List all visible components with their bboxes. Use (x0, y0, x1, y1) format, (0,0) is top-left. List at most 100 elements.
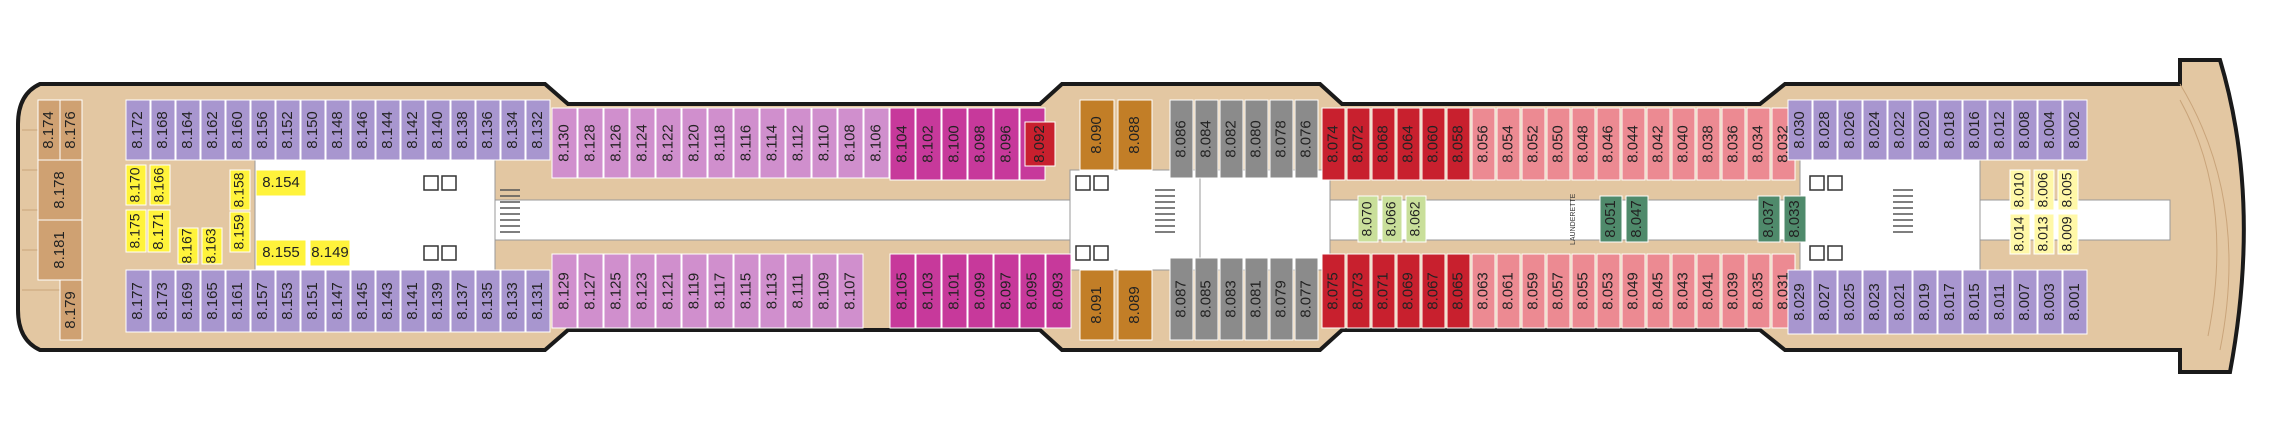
cabin-8-073[interactable]: 8.073 (1346, 253, 1371, 329)
cabin-8-027[interactable]: 8.027 (1812, 269, 1838, 335)
cabin-8-149[interactable]: 8.149 (309, 239, 351, 267)
cabin-8-083[interactable]: 8.083 (1219, 257, 1244, 341)
cabin-8-057[interactable]: 8.057 (1546, 253, 1571, 329)
cabin-8-168[interactable]: 8.168 (150, 99, 176, 161)
cabin-8-028[interactable]: 8.028 (1812, 99, 1838, 161)
cabin-8-045[interactable]: 8.045 (1646, 253, 1671, 329)
cabin-8-155[interactable]: 8.155 (255, 239, 307, 267)
cabin-8-046[interactable]: 8.046 (1596, 107, 1621, 181)
cabin-8-139[interactable]: 8.139 (425, 269, 451, 333)
cabin-8-024[interactable]: 8.024 (1862, 99, 1888, 161)
cabin-8-043[interactable]: 8.043 (1671, 253, 1696, 329)
cabin-8-118[interactable]: 8.118 (707, 107, 734, 179)
cabin-8-122[interactable]: 8.122 (655, 107, 682, 179)
cabin-8-018[interactable]: 8.018 (1937, 99, 1963, 161)
cabin-8-113[interactable]: 8.113 (759, 253, 786, 329)
cabin-8-040[interactable]: 8.040 (1671, 107, 1696, 181)
cabin-8-175[interactable]: 8.175 (125, 209, 147, 253)
cabin-8-125[interactable]: 8.125 (603, 253, 630, 329)
cabin-8-054[interactable]: 8.054 (1496, 107, 1521, 181)
cabin-8-053[interactable]: 8.053 (1596, 253, 1621, 329)
cabin-8-107[interactable]: 8.107 (837, 253, 864, 329)
cabin-8-077[interactable]: 8.077 (1294, 257, 1319, 341)
cabin-8-150[interactable]: 8.150 (300, 99, 326, 161)
cabin-8-178[interactable]: 8.178 (37, 159, 83, 221)
cabin-8-047[interactable]: 8.047 (1625, 195, 1649, 243)
cabin-8-114[interactable]: 8.114 (759, 107, 786, 179)
cabin-8-059[interactable]: 8.059 (1521, 253, 1546, 329)
cabin-8-037[interactable]: 8.037 (1757, 195, 1781, 243)
cabin-8-160[interactable]: 8.160 (225, 99, 251, 161)
cabin-8-162[interactable]: 8.162 (200, 99, 226, 161)
cabin-8-099[interactable]: 8.099 (967, 253, 994, 329)
cabin-8-061[interactable]: 8.061 (1496, 253, 1521, 329)
cabin-8-179[interactable]: 8.179 (59, 279, 83, 341)
cabin-8-129[interactable]: 8.129 (551, 253, 578, 329)
cabin-8-052[interactable]: 8.052 (1521, 107, 1546, 181)
cabin-8-117[interactable]: 8.117 (707, 253, 734, 329)
cabin-8-100[interactable]: 8.100 (941, 107, 968, 181)
cabin-8-044[interactable]: 8.044 (1621, 107, 1646, 181)
cabin-8-067[interactable]: 8.067 (1421, 253, 1446, 329)
cabin-8-109[interactable]: 8.109 (811, 253, 838, 329)
cabin-8-086[interactable]: 8.086 (1169, 99, 1194, 179)
cabin-8-020[interactable]: 8.020 (1912, 99, 1938, 161)
cabin-8-170[interactable]: 8.170 (125, 164, 147, 206)
cabin-8-092[interactable]: 8.092 (1024, 121, 1056, 167)
cabin-8-132[interactable]: 8.132 (525, 99, 551, 161)
cabin-8-104[interactable]: 8.104 (889, 107, 916, 181)
cabin-8-164[interactable]: 8.164 (175, 99, 201, 161)
cabin-8-145[interactable]: 8.145 (350, 269, 376, 333)
cabin-8-144[interactable]: 8.144 (375, 99, 401, 161)
cabin-8-137[interactable]: 8.137 (450, 269, 476, 333)
cabin-8-181[interactable]: 8.181 (37, 219, 83, 281)
cabin-8-084[interactable]: 8.084 (1194, 99, 1219, 179)
cabin-8-130[interactable]: 8.130 (551, 107, 578, 179)
cabin-8-081[interactable]: 8.081 (1244, 257, 1269, 341)
cabin-8-029[interactable]: 8.029 (1787, 269, 1813, 335)
cabin-8-075[interactable]: 8.075 (1321, 253, 1346, 329)
cabin-8-146[interactable]: 8.146 (350, 99, 376, 161)
cabin-8-110[interactable]: 8.110 (811, 107, 838, 179)
cabin-8-082[interactable]: 8.082 (1219, 99, 1244, 179)
cabin-8-048[interactable]: 8.048 (1571, 107, 1596, 181)
cabin-8-173[interactable]: 8.173 (150, 269, 176, 333)
cabin-8-096[interactable]: 8.096 (993, 107, 1020, 181)
cabin-8-087[interactable]: 8.087 (1169, 257, 1194, 341)
cabin-8-171[interactable]: 8.171 (147, 209, 171, 253)
cabin-8-177[interactable]: 8.177 (125, 269, 151, 333)
cabin-8-069[interactable]: 8.069 (1396, 253, 1421, 329)
cabin-8-103[interactable]: 8.103 (915, 253, 942, 329)
cabin-8-176[interactable]: 8.176 (59, 99, 83, 161)
cabin-8-157[interactable]: 8.157 (250, 269, 276, 333)
cabin-8-014[interactable]: 8.014 (2009, 213, 2031, 255)
cabin-8-017[interactable]: 8.017 (1937, 269, 1963, 335)
cabin-8-060[interactable]: 8.060 (1421, 107, 1446, 181)
cabin-8-102[interactable]: 8.102 (915, 107, 942, 181)
cabin-8-112[interactable]: 8.112 (785, 107, 812, 179)
cabin-8-009[interactable]: 8.009 (2057, 213, 2079, 255)
cabin-8-079[interactable]: 8.079 (1269, 257, 1294, 341)
cabin-8-138[interactable]: 8.138 (450, 99, 476, 161)
cabin-8-064[interactable]: 8.064 (1396, 107, 1421, 181)
cabin-8-127[interactable]: 8.127 (577, 253, 604, 329)
cabin-8-072[interactable]: 8.072 (1346, 107, 1371, 181)
cabin-8-119[interactable]: 8.119 (681, 253, 708, 329)
cabin-8-106[interactable]: 8.106 (863, 107, 890, 179)
cabin-8-021[interactable]: 8.021 (1887, 269, 1913, 335)
cabin-8-015[interactable]: 8.015 (1962, 269, 1988, 335)
cabin-8-098[interactable]: 8.098 (967, 107, 994, 181)
cabin-8-006[interactable]: 8.006 (2033, 169, 2055, 211)
cabin-8-154[interactable]: 8.154 (255, 169, 307, 197)
cabin-8-042[interactable]: 8.042 (1646, 107, 1671, 181)
cabin-8-141[interactable]: 8.141 (400, 269, 426, 333)
cabin-8-035[interactable]: 8.035 (1746, 253, 1771, 329)
cabin-8-013[interactable]: 8.013 (2033, 213, 2055, 255)
cabin-8-063[interactable]: 8.063 (1471, 253, 1496, 329)
cabin-8-080[interactable]: 8.080 (1244, 99, 1269, 179)
cabin-8-124[interactable]: 8.124 (629, 107, 656, 179)
cabin-8-012[interactable]: 8.012 (1987, 99, 2013, 161)
cabin-8-172[interactable]: 8.172 (125, 99, 151, 161)
cabin-8-111[interactable]: 8.111 (785, 253, 812, 329)
cabin-8-007[interactable]: 8.007 (2012, 269, 2038, 335)
